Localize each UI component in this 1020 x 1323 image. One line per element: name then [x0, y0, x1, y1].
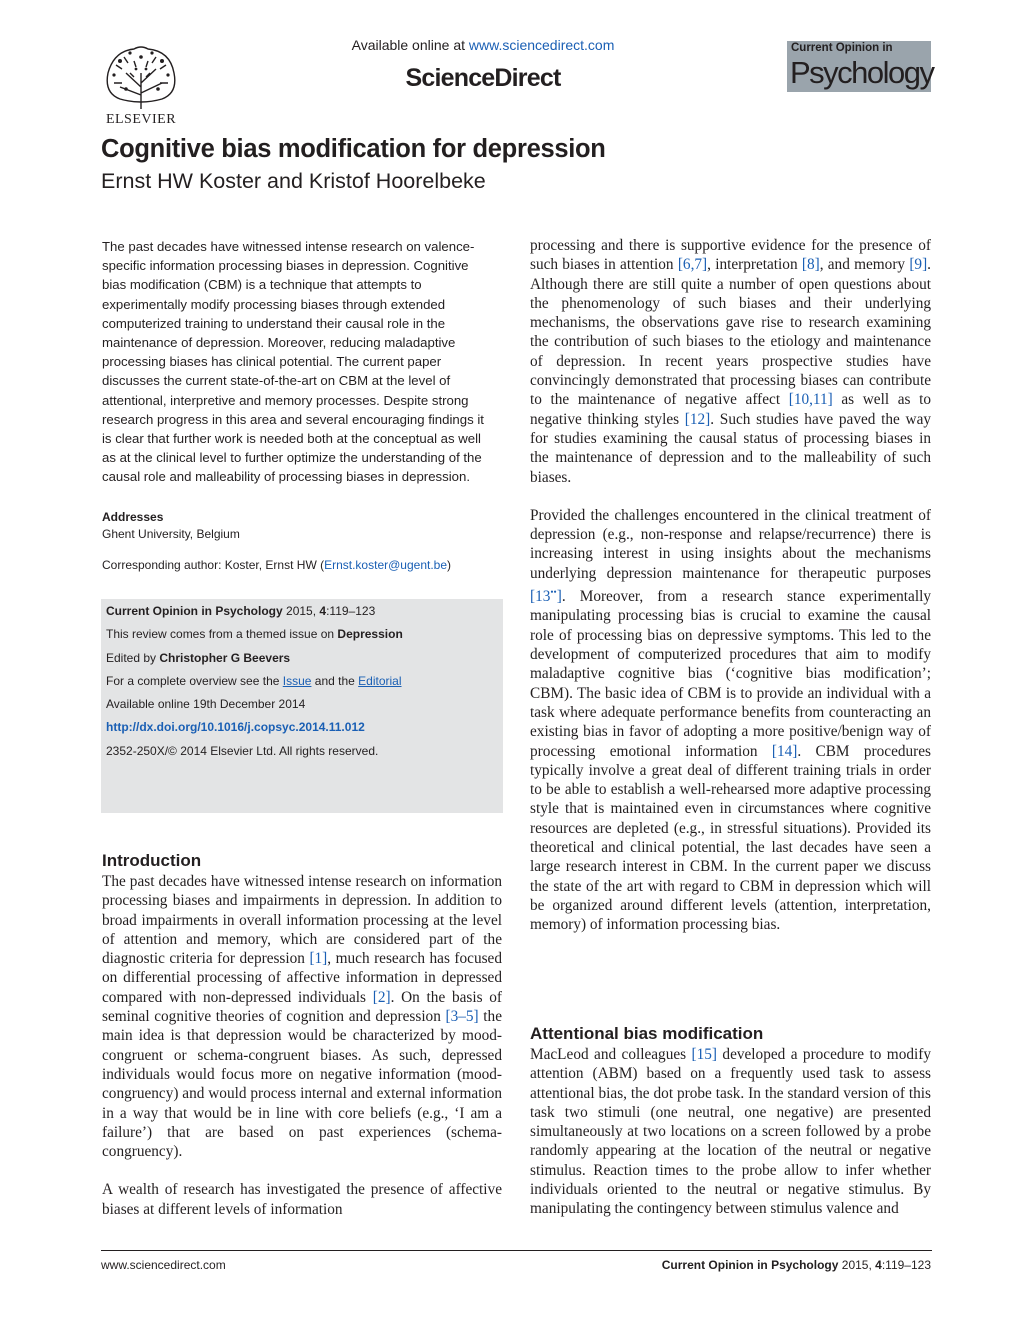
- issue-link[interactable]: Issue: [282, 674, 312, 688]
- elsevier-tree-logo: [100, 43, 182, 129]
- info-editor: Edited by Christopher G Beevers: [106, 651, 290, 665]
- text-run: . Although there are still quite a numbe…: [530, 256, 931, 409]
- footer-citation: Current Opinion in Psychology 2015, 4:11…: [662, 1258, 931, 1272]
- text-run: processing and there is supportive evide…: [530, 237, 931, 274]
- citation-link[interactable]: [15]: [691, 1046, 718, 1063]
- info-theme-name: Depression: [337, 627, 403, 641]
- journal-logo-main: Psychology: [790, 55, 935, 90]
- footer-year: 2015,: [838, 1258, 876, 1272]
- text-run: the main idea is that depression would b…: [102, 1008, 502, 1161]
- corresponding-author: Corresponding author: Koster, Ernst HW (…: [102, 558, 451, 572]
- info-available: Available online 19th December 2014: [106, 697, 306, 711]
- footer-pages: :119–123: [881, 1258, 931, 1272]
- attentional-bias-heading: Attentional bias modification: [530, 1024, 764, 1043]
- doi-link[interactable]: http://dx.doi.org/10.1016/j.copsyc.2014.…: [106, 720, 365, 734]
- citation-link[interactable]: [14]: [771, 742, 798, 760]
- info-overview-mid: and the: [311, 674, 359, 688]
- right-column-body: processing and there is supportive evide…: [530, 236, 931, 934]
- info-volume: 4: [319, 604, 327, 618]
- info-journal: Current Opinion in Psychology: [106, 604, 283, 618]
- journal-logo: Current Opinion in Psychology: [787, 41, 935, 92]
- available-online-line: Available online at www.sciencedirect.co…: [0, 37, 966, 53]
- info-theme: This review comes from a themed issue on…: [106, 627, 403, 641]
- right-paragraph-2: Provided the challenges encountered in t…: [530, 506, 931, 935]
- text-run: Provided the challenges encountered in t…: [530, 506, 931, 582]
- footer-divider: [101, 1250, 932, 1251]
- citation-link[interactable]: [1]: [309, 950, 328, 968]
- info-pages: :119–123: [326, 604, 376, 618]
- text-run: developed a procedure to modify attentio…: [530, 1046, 931, 1218]
- info-editor-name: Christopher G Beevers: [159, 651, 291, 665]
- paragraph-gap: [102, 1161, 502, 1180]
- introduction-heading: Introduction: [102, 851, 202, 870]
- info-citation: Current Opinion in Psychology 2015, 4:11…: [106, 604, 375, 618]
- article-info-box: Current Opinion in Psychology 2015, 4:11…: [101, 599, 503, 813]
- available-prefix: Available online at: [351, 37, 469, 53]
- abm-paragraph: MacLeod and colleagues [15] developed a …: [530, 1045, 931, 1219]
- info-overview: For a complete overview see the Issue an…: [106, 674, 402, 688]
- text-run: , interpretation: [707, 256, 802, 274]
- text-run: . Such studies have paved the way for st…: [530, 410, 932, 486]
- intro-paragraph-1: The past decades have witnessed intense …: [102, 872, 502, 1161]
- info-theme-prefix: This review comes from a themed issue on: [106, 627, 338, 641]
- text-run: MacLeod and colleagues: [530, 1046, 692, 1063]
- editorial-link[interactable]: Editorial: [358, 674, 402, 688]
- citation-link[interactable]: [13••]: [530, 587, 562, 606]
- citation-link[interactable]: [10,11]: [788, 391, 833, 409]
- text-run: The past decades have witnessed intense …: [102, 873, 502, 968]
- abstract: The past decades have witnessed intense …: [102, 239, 484, 485]
- addresses-text: Ghent University, Belgium: [102, 527, 240, 541]
- publisher-wordmark: ELSEVIER: [105, 112, 177, 127]
- citation-link[interactable]: [12]: [684, 410, 711, 428]
- citation-link[interactable]: [8]: [801, 256, 820, 274]
- citation-link[interactable]: [9]: [909, 256, 928, 274]
- text-run: , and memory: [819, 256, 910, 274]
- text-run: . On the basis of seminal cognitive theo…: [102, 988, 503, 1026]
- attentional-bias-body: MacLeod and colleagues [15] developed a …: [530, 1045, 931, 1219]
- citation-link[interactable]: [3–5]: [445, 1008, 479, 1026]
- addresses-heading: Addresses: [102, 510, 164, 524]
- citation-bracket: ]: [556, 588, 562, 606]
- citation-link[interactable]: [6,7]: [677, 256, 708, 274]
- text-run: . Moreover, from a research stance exper…: [530, 588, 931, 760]
- citation-number: [13: [530, 588, 551, 606]
- info-overview-prefix: For a complete overview see the: [106, 674, 283, 688]
- article-authors: Ernst HW Koster and Kristof Hoorelbeke: [101, 169, 486, 193]
- citation-link[interactable]: [2]: [372, 988, 391, 1006]
- corresponding-suffix: ): [447, 558, 452, 572]
- article-title: Cognitive bias modification for depressi…: [101, 135, 606, 163]
- sciencedirect-brand: ScienceDirect: [405, 64, 562, 92]
- sciencedirect-link[interactable]: www.sciencedirect.com: [468, 37, 615, 53]
- footer-volume: 4: [875, 1258, 882, 1272]
- author-email-link[interactable]: Ernst.koster@ugent.be: [324, 558, 448, 572]
- info-copyright: 2352-250X/© 2014 Elsevier Ltd. All right…: [106, 744, 379, 758]
- info-year: 2015,: [282, 604, 320, 618]
- citation-importance-mark: ••: [550, 587, 557, 598]
- text-run: , much research has focused on different…: [102, 950, 502, 1006]
- corresponding-prefix: Corresponding author: Koster, Ernst HW (: [102, 558, 325, 572]
- info-edited-prefix: Edited by: [106, 651, 160, 665]
- journal-logo-top: Current Opinion in: [791, 42, 893, 54]
- right-paragraph-1: processing and there is supportive evide…: [530, 236, 931, 487]
- text-run: as well as to negative thinking styles: [530, 391, 931, 428]
- paragraph-gap: [530, 487, 931, 506]
- introduction-body: The past decades have witnessed intense …: [102, 872, 502, 1219]
- text-run: . CBM procedures typically involve a gre…: [530, 742, 931, 934]
- footer-journal: Current Opinion in Psychology: [661, 1258, 839, 1272]
- footer-url: www.sciencedirect.com: [101, 1258, 226, 1272]
- intro-paragraph-2: A wealth of research has investigated th…: [102, 1181, 502, 1218]
